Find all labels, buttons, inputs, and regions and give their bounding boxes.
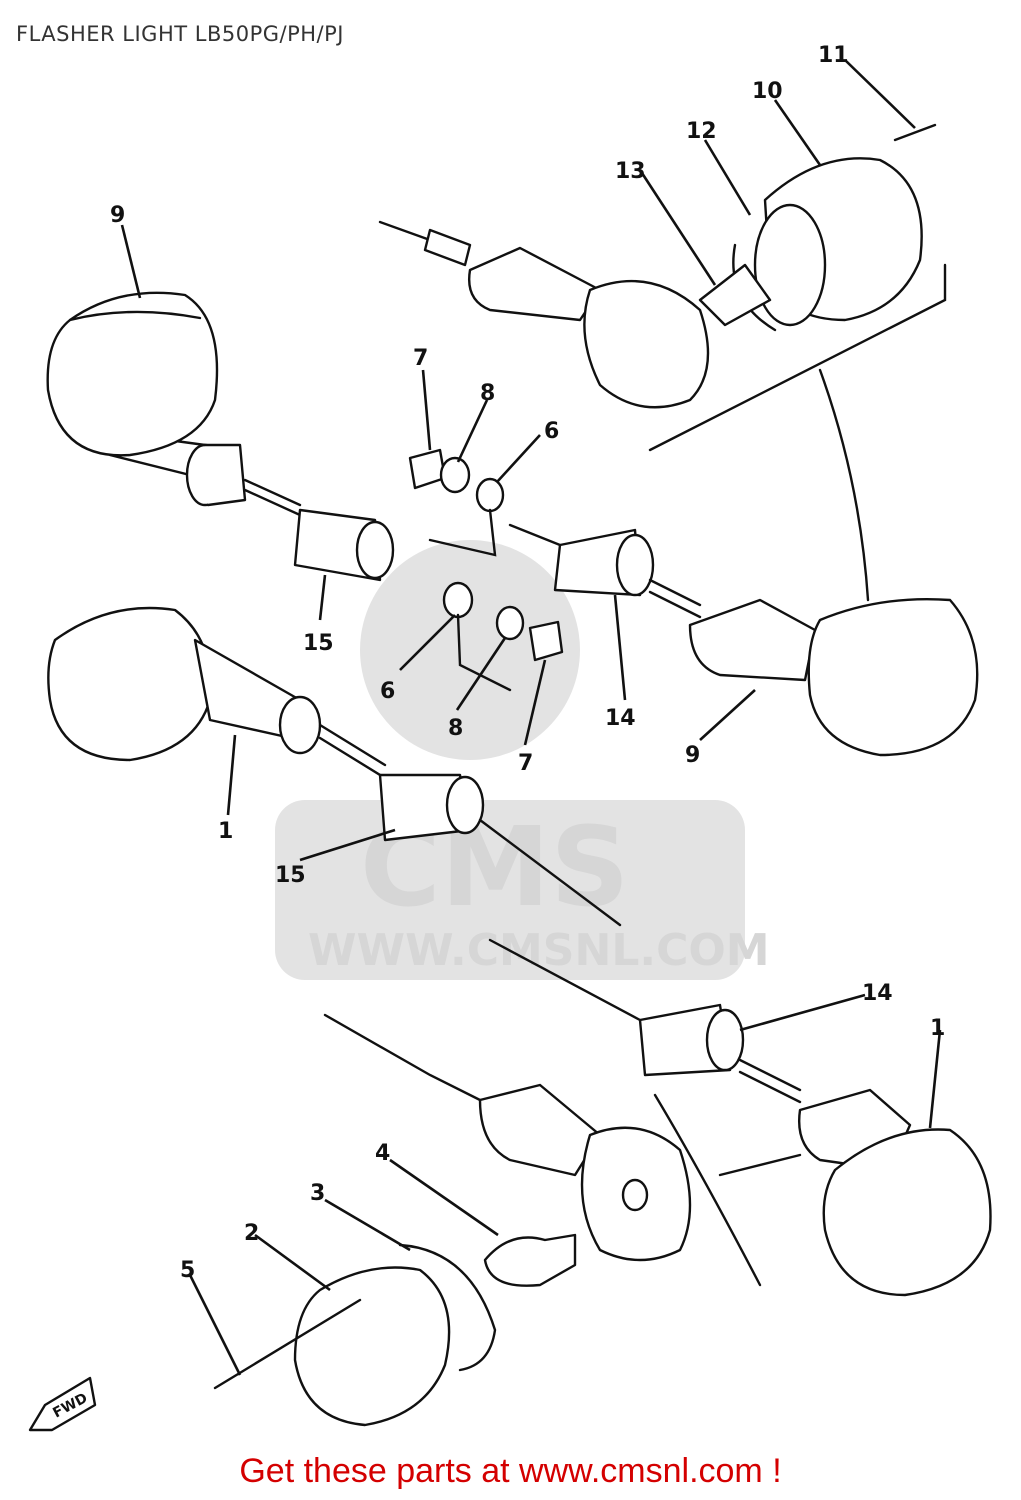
watermark-url: WWW.CMSNL.COM <box>308 925 770 976</box>
leader-lines <box>120 59 942 1376</box>
page-title: FLASHER LIGHT LB50PG/PH/PJ <box>16 22 344 46</box>
part-label: 7 <box>518 751 533 776</box>
nut-washer-set-lower <box>442 581 564 692</box>
forward-direction-marker: FWD <box>28 1376 97 1432</box>
bracket-line-upper <box>648 263 947 452</box>
part-label: 8 <box>480 381 495 406</box>
part-label: 2 <box>244 1221 259 1246</box>
part-label: 3 <box>310 1181 325 1206</box>
nut-washer-set-upper <box>408 448 562 557</box>
part-label: 9 <box>685 743 700 768</box>
part-label: 6 <box>544 419 559 444</box>
part-label: 15 <box>275 863 306 888</box>
flasher-right-middle <box>553 528 979 757</box>
watermark: CMS WWW.CMSNL.COM <box>275 540 770 980</box>
part-label: 1 <box>218 819 233 844</box>
flasher-upper-right <box>378 123 937 409</box>
part-label: 5 <box>180 1258 195 1283</box>
flasher-upper-left <box>46 291 395 582</box>
part-label: 13 <box>615 159 646 184</box>
footer-link-text[interactable]: Get these parts at www.cmsnl.com ! <box>239 1452 782 1490</box>
flasher-left-middle <box>47 606 622 927</box>
part-labels: 11 10 12 13 9 7 8 6 15 6 8 7 14 9 1 15 1… <box>110 43 945 1283</box>
part-label: 14 <box>862 981 893 1006</box>
reference-arrow-upper <box>818 368 870 602</box>
part-label: 6 <box>380 679 395 704</box>
part-label: 15 <box>303 631 334 656</box>
part-label: 14 <box>605 706 636 731</box>
flasher-lower-left <box>213 1013 802 1427</box>
part-label: 11 <box>818 43 849 68</box>
part-label: 12 <box>686 119 717 144</box>
part-label: 1 <box>930 1016 945 1041</box>
part-label: 8 <box>448 716 463 741</box>
part-label: 4 <box>375 1141 390 1166</box>
flasher-lower-right <box>488 938 992 1297</box>
part-label: 10 <box>752 79 783 104</box>
part-label: 7 <box>413 346 428 371</box>
part-label: 9 <box>110 203 125 228</box>
